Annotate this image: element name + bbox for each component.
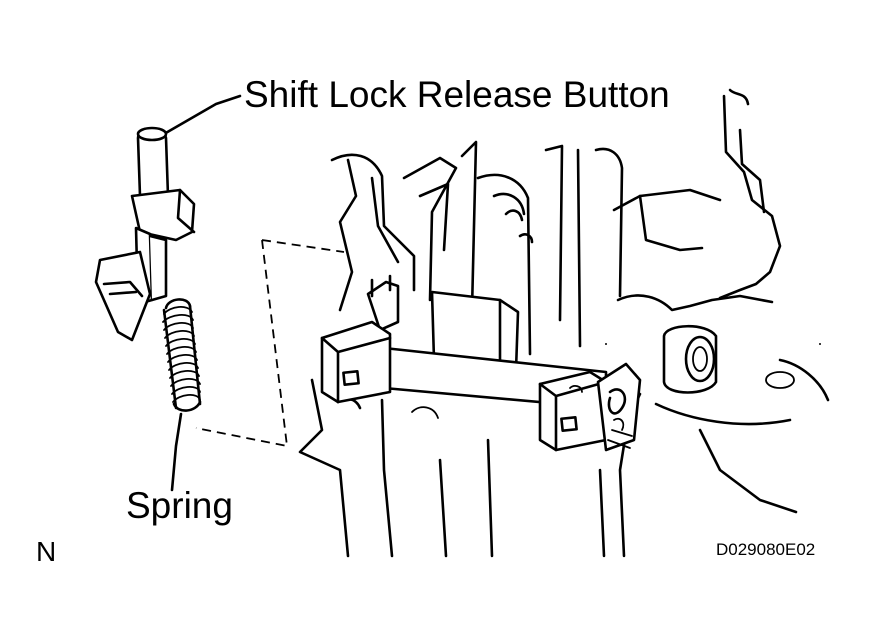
view-indicator: N (36, 536, 57, 567)
lock-shaft (320, 274, 642, 452)
release-button-label: Shift Lock Release Button (244, 74, 670, 115)
shifter-assembly (298, 88, 830, 558)
figure-code: D029080E02 (716, 540, 816, 559)
spring-leader (170, 412, 183, 492)
spring-label: Spring (126, 485, 233, 526)
spring-part (162, 298, 202, 412)
shift-lock-release-button-part (94, 126, 196, 342)
release-button-leader (162, 94, 242, 136)
